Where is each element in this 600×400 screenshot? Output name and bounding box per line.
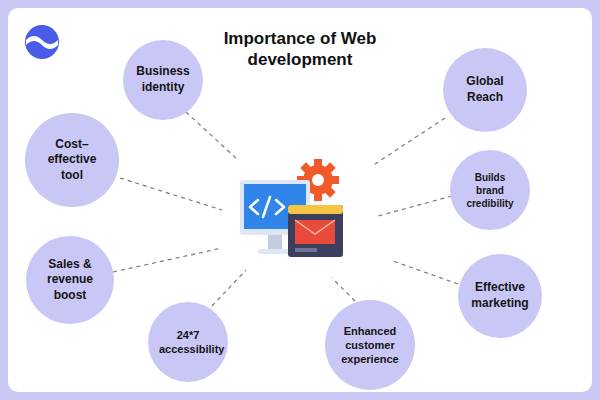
benefit-circle: Business identity bbox=[123, 40, 203, 120]
benefit-label: Effective marketing bbox=[470, 280, 531, 311]
benefit-circle: Cost–effective tool bbox=[25, 113, 119, 207]
benefit-circle: 24*7 accessibility bbox=[148, 302, 228, 382]
benefit-circle: Global Reach bbox=[443, 48, 527, 132]
benefit-label: 24*7 accessibility bbox=[159, 328, 217, 357]
benefit-circle: Builds brand credibility bbox=[450, 150, 530, 230]
benefit-label: Builds brand credibility bbox=[461, 171, 519, 210]
benefit-label: Enhanced customer experience bbox=[338, 324, 403, 367]
benefit-circle: Effective marketing bbox=[458, 254, 542, 338]
benefit-label: Business identity bbox=[134, 64, 192, 95]
logo bbox=[25, 25, 59, 59]
diagram-title: Importance of Web development bbox=[190, 28, 410, 70]
benefit-circle: Sales & revenue boost bbox=[26, 236, 114, 324]
leader-lines bbox=[113, 112, 458, 306]
benefit-circle: Enhanced customer experience bbox=[325, 300, 415, 390]
benefit-label: Sales & revenue boost bbox=[40, 257, 101, 304]
benefit-label: Cost–effective tool bbox=[38, 137, 106, 184]
benefit-label: Global Reach bbox=[455, 74, 516, 105]
web-dev-icon bbox=[240, 159, 343, 257]
